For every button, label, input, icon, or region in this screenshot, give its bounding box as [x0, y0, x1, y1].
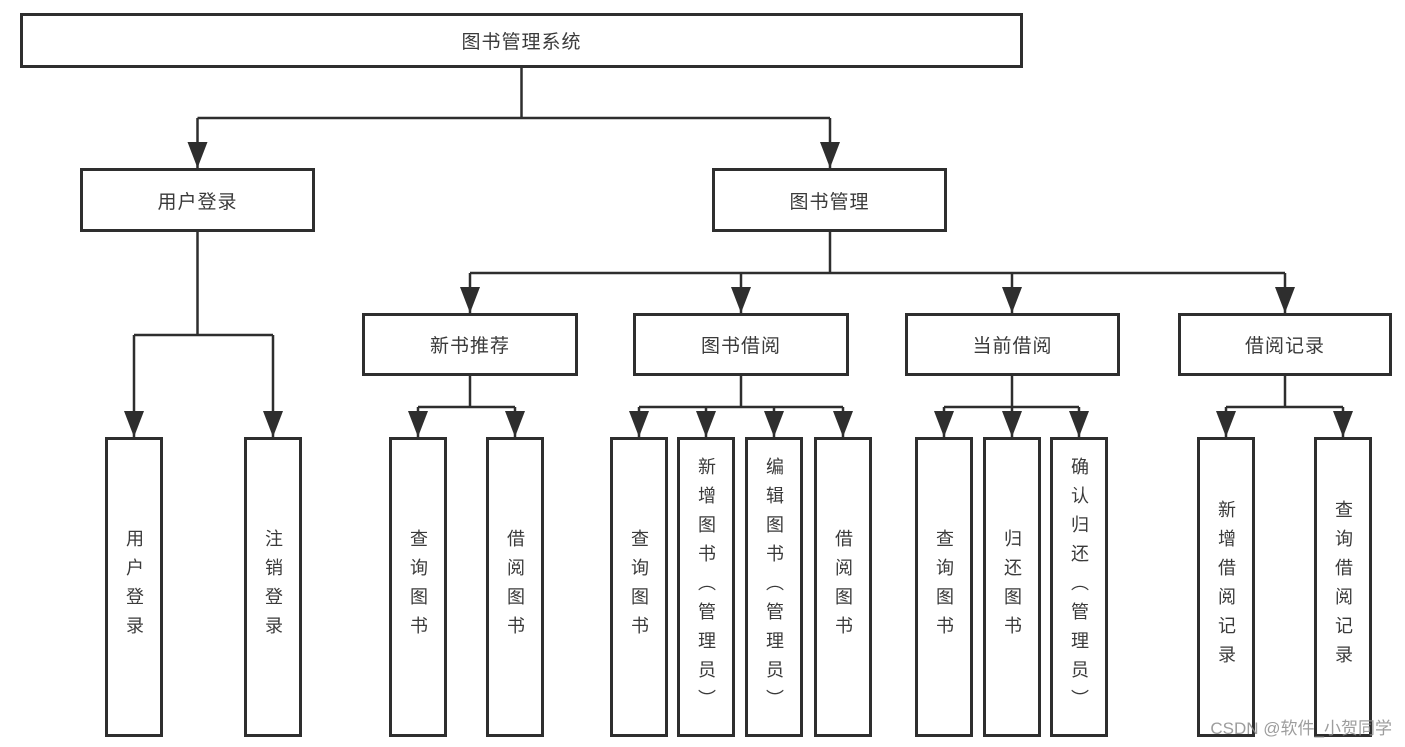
- node-label: 新书推荐: [429, 336, 510, 357]
- node-label: 新增借阅记录: [1216, 500, 1236, 674]
- node-label: 新增图书（管理员）: [696, 456, 716, 718]
- node-label: 确认归还（管理员）: [1069, 456, 1089, 718]
- node-label: 注销登录: [263, 529, 283, 645]
- leaf-logout: 注销登录: [244, 437, 302, 737]
- node-label: 归还图书: [1002, 529, 1022, 645]
- node-label: 查询图书: [408, 529, 428, 645]
- node-library-system: 图书管理系统: [20, 13, 1023, 68]
- leaf-add-borrow-record: 新增借阅记录: [1197, 437, 1255, 737]
- leaf-add-book-admin: 新增图书（管理员）: [677, 437, 735, 737]
- node-label: 图书管理: [789, 191, 870, 213]
- node-user-login: 用户登录: [80, 168, 315, 232]
- node-label: 用户登录: [124, 529, 144, 645]
- node-label: 借阅图书: [505, 529, 525, 645]
- leaf-query-borrow-record: 查询借阅记录: [1314, 437, 1372, 737]
- leaf-query-books-recommend: 查询图书: [389, 437, 447, 737]
- node-label: 图书借阅: [700, 336, 781, 357]
- leaf-borrow-books-recommend: 借阅图书: [486, 437, 544, 737]
- node-label: 查询图书: [934, 529, 954, 645]
- csdn-watermark: CSDN @软件_小贺同学: [1210, 719, 1392, 738]
- leaf-user-login: 用户登录: [105, 437, 163, 737]
- leaf-query-books-current: 查询图书: [915, 437, 973, 737]
- node-label: 编辑图书（管理员）: [764, 456, 784, 718]
- node-label: 图书管理系统: [461, 32, 582, 53]
- node-book-management: 图书管理: [712, 168, 947, 232]
- leaf-return-books: 归还图书: [983, 437, 1041, 737]
- leaf-confirm-return-admin: 确认归还（管理员）: [1050, 437, 1108, 737]
- node-borrowing-records: 借阅记录: [1178, 313, 1392, 376]
- node-new-book-recommend: 新书推荐: [362, 313, 578, 376]
- leaf-query-books-borrowing: 查询图书: [610, 437, 668, 737]
- leaf-edit-book-admin: 编辑图书（管理员）: [745, 437, 803, 737]
- node-label: 借阅图书: [833, 529, 853, 645]
- node-current-borrowing: 当前借阅: [905, 313, 1120, 376]
- node-label: 查询图书: [629, 529, 649, 645]
- node-label: 用户登录: [157, 191, 238, 213]
- node-label: 借阅记录: [1244, 336, 1325, 357]
- node-book-borrowing: 图书借阅: [633, 313, 849, 376]
- node-label: 当前借阅: [972, 336, 1053, 357]
- leaf-borrow-books: 借阅图书: [814, 437, 872, 737]
- node-label: 查询借阅记录: [1333, 500, 1353, 674]
